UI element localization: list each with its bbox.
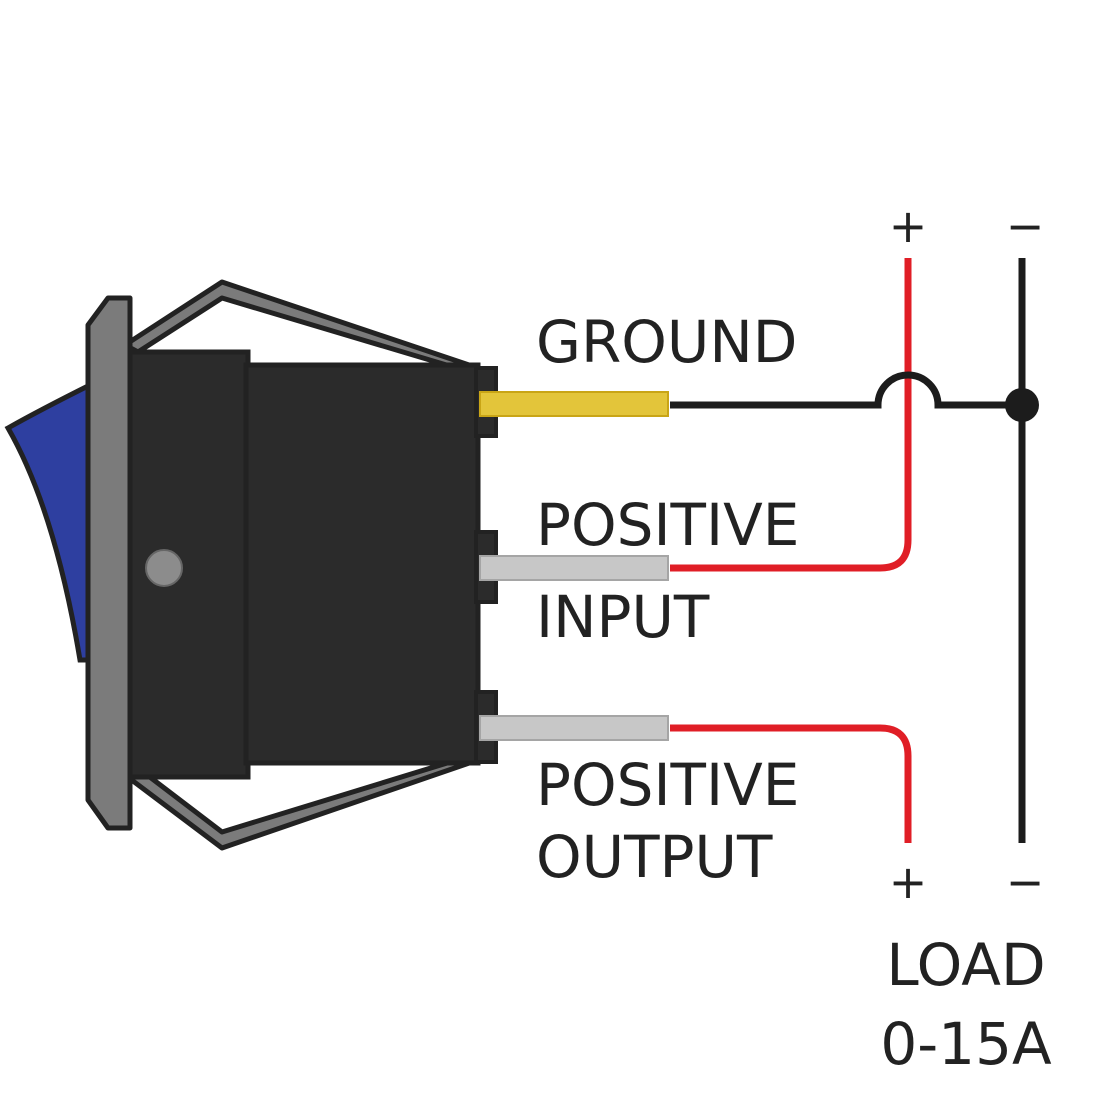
bezel-flange: [85, 295, 133, 831]
load-rating: 0-15A: [880, 1010, 1052, 1078]
load-title: LOAD: [886, 931, 1045, 999]
pivot-dot: [145, 549, 183, 587]
positive-input-label-line2: INPUT: [536, 583, 710, 651]
ground-junction-dot: [1005, 388, 1039, 422]
load-minus-sign: −: [1006, 855, 1045, 909]
supply-positive-wire: [670, 258, 912, 572]
positive-output-label-line1: POSITIVE: [536, 751, 799, 819]
ground-pin: [479, 391, 669, 417]
ground-wire: [670, 371, 1022, 409]
positive-input-label-line1: POSITIVE: [536, 491, 799, 559]
input-pin: [479, 555, 669, 581]
output-pin: [479, 715, 669, 741]
switch-body-rear: [243, 362, 481, 766]
supply-plus-sign: +: [889, 199, 928, 253]
positive-output-label-line2: OUTPUT: [536, 823, 773, 891]
rocker-actuator: [4, 382, 98, 663]
load-plus-sign: +: [889, 855, 928, 909]
load-positive-wire: [670, 724, 912, 843]
ground-label: GROUND: [536, 308, 797, 376]
supply-minus-sign: −: [1006, 199, 1045, 253]
